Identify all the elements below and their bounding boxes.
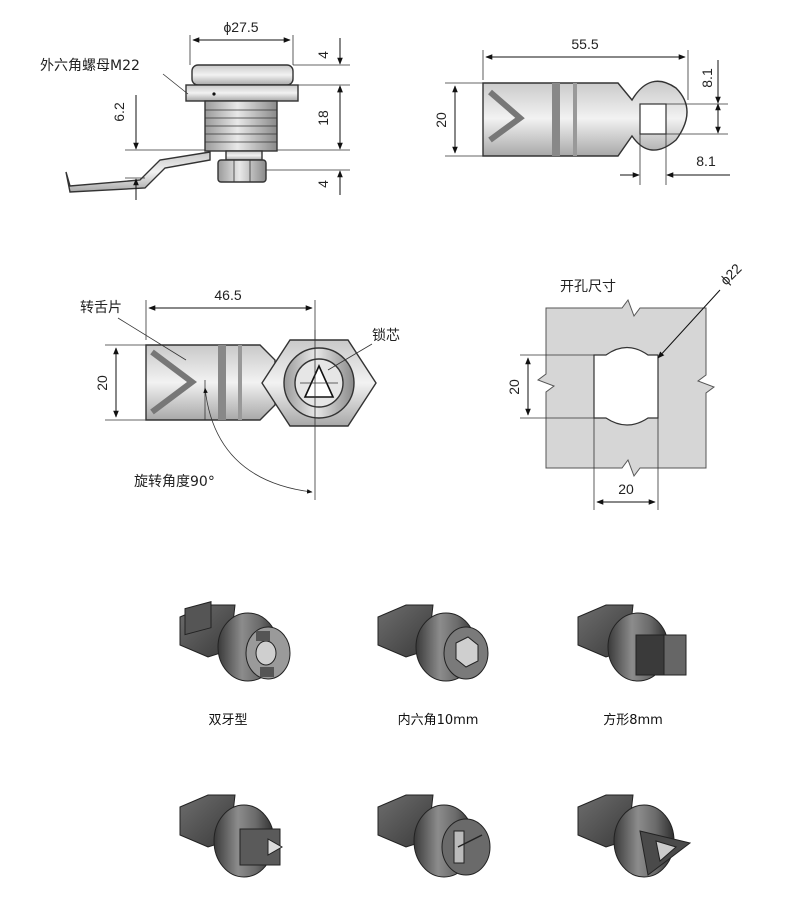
key-type-label-1: 双牙型 <box>208 713 247 728</box>
front-length-label: 46.5 <box>214 287 241 303</box>
key-type-triangle <box>577 794 692 878</box>
key-type-split-tongue <box>377 794 491 878</box>
cutout-title: 开孔尺寸 <box>560 279 616 295</box>
side-diameter-label: ϕ27.5 <box>223 19 258 35</box>
hole-offset-label: 8.1 <box>699 68 715 88</box>
cam-offset-label: 6.2 <box>111 102 127 122</box>
cam-view: 55.5 20 8.1 8.1 <box>433 36 730 185</box>
key-type-double-bit <box>179 601 291 682</box>
nut-label: 外六角螺母M22 <box>40 58 140 74</box>
cutout-height-label: 20 <box>506 379 522 395</box>
hex-nut <box>185 84 299 102</box>
key-type-square-arrow <box>179 794 284 878</box>
front-width-label: 20 <box>94 375 110 391</box>
key-type-label-2: 内六角10mm <box>398 712 479 728</box>
cutout-view: 开孔尺寸 ϕ22 20 20 <box>506 260 745 510</box>
hole-width-label: 8.1 <box>696 153 716 169</box>
side-view: ϕ27.5 外六角螺母M22 4 18 4 <box>40 19 350 200</box>
cutout-diameter-label: ϕ22 <box>717 260 745 288</box>
front-tongue <box>145 344 276 421</box>
top-thickness-label: 4 <box>315 51 331 59</box>
key-type-square <box>577 604 687 682</box>
end-nut <box>217 159 267 183</box>
cam-arm-side <box>65 151 211 193</box>
core-label: 锁芯 <box>372 328 400 344</box>
lock-cap <box>191 64 294 86</box>
tongue-label: 转舌片 <box>80 300 122 316</box>
key-type-label-3: 方形8mm <box>603 712 663 728</box>
cam-width-label: 20 <box>433 112 449 128</box>
cutout-hole <box>593 346 659 426</box>
cutout-width-label: 20 <box>618 481 634 497</box>
key-type-hex-socket <box>377 604 489 682</box>
bottom-length-label: 4 <box>315 180 331 188</box>
cam-tongue <box>482 80 688 157</box>
rotation-label: 旋转角度90° <box>134 474 215 490</box>
front-view: 46.5 转舌片 锁芯 20 旋转角度90° <box>80 287 400 500</box>
cam-square-hole <box>639 103 667 135</box>
cam-length-label: 55.5 <box>571 36 598 52</box>
body-length-label: 18 <box>315 110 331 126</box>
